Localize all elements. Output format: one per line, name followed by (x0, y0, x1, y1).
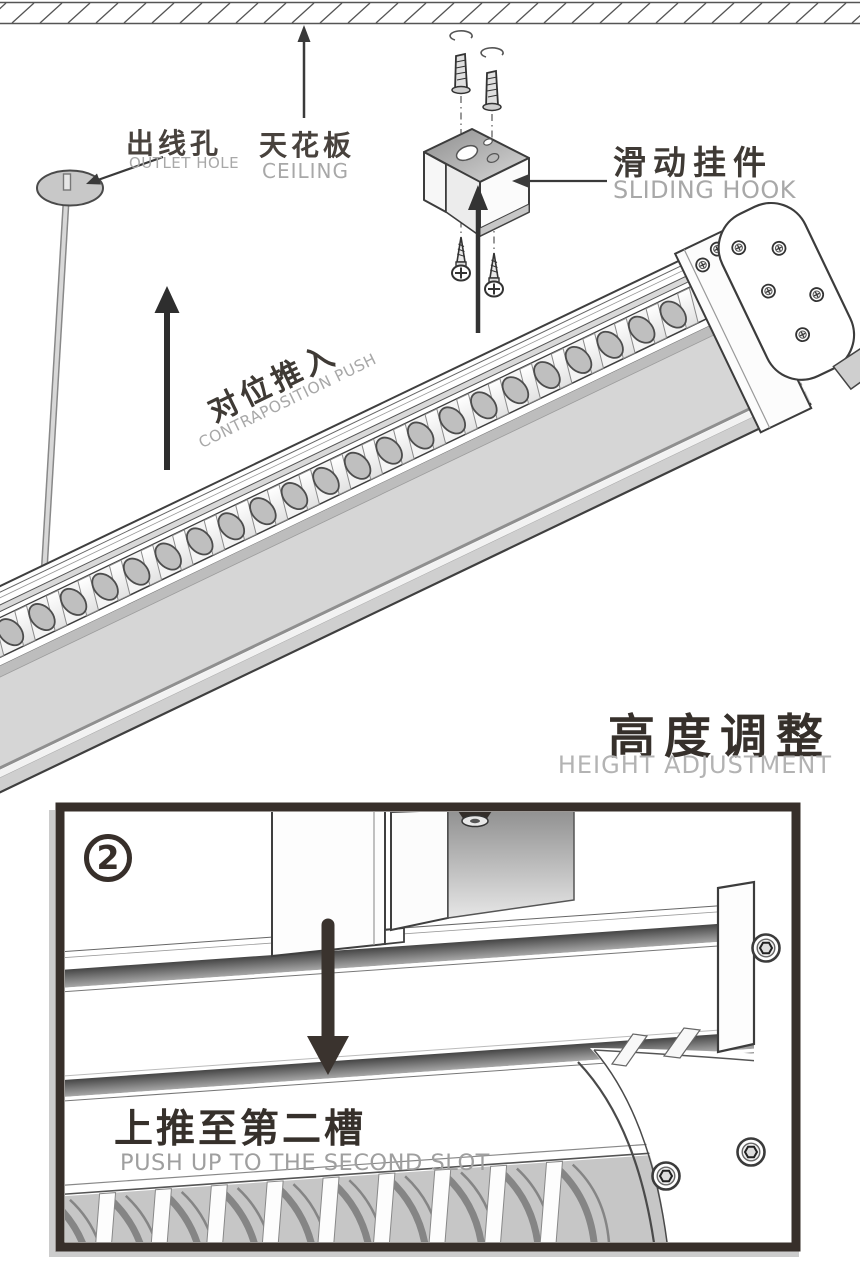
suspension-wire (40, 185, 71, 575)
height-adjustment-heading-en: HEIGHT ADJUSTMENT (557, 751, 832, 779)
bracket-up-arrow-icon (468, 185, 488, 333)
mounting-screw-left (451, 236, 471, 282)
outlet-hole (36, 169, 104, 207)
hex-screw-bottom-right (736, 1137, 766, 1167)
fixture-end-cap (673, 201, 860, 434)
sliding-hook-label-en: SLIDING HOOK (613, 176, 796, 204)
detail-hook-plate (390, 812, 575, 932)
end-cap-tab (832, 341, 860, 391)
slot-first (65, 911, 791, 994)
push-up-instruction-en: PUSH UP TO THE SECOND SLOT (120, 1150, 490, 1176)
mounting-screw-right (484, 252, 504, 298)
ceiling-hatch (0, 1, 860, 25)
outlet-arrow-icon (86, 155, 164, 185)
frame-shadow-left (49, 810, 55, 1256)
ceiling-label-en: CEILING (262, 159, 349, 183)
outlet-hole-label-en: OUTLET HOLE (129, 154, 240, 172)
detail-hanging-strap (271, 812, 405, 958)
height-adjustment-heading-zh: 高度调整 (608, 710, 832, 765)
push-up-arrow-icon (154, 286, 180, 470)
slide-down-arrow-icon (307, 918, 349, 1075)
wall-anchor-right (480, 46, 504, 112)
hex-screw-bottom-left (651, 1161, 681, 1191)
fixture-top-rail (0, 235, 744, 652)
ceiling-label-zh: 天花板 (259, 129, 356, 162)
detail-lamp-cylinder (577, 1027, 791, 1242)
hook-pointer-arrow-icon (512, 174, 607, 188)
sliding-hook-label-zh: 滑动挂件 (613, 143, 773, 182)
hex-screw-top (751, 933, 781, 963)
fixture-louver-cells (0, 287, 699, 662)
fixture-housing (0, 294, 812, 794)
detail-end-plate (716, 880, 756, 1054)
push-up-instruction-zh: 上推至第二槽 (114, 1107, 367, 1152)
end-fill (754, 895, 791, 1140)
step2-illustration (65, 812, 791, 1242)
wall-anchor-left (449, 29, 473, 95)
ceiling-arrow-icon (297, 25, 311, 118)
outlet-hole-label-zh: 出线孔 (126, 127, 223, 160)
sliding-hook-bracket (423, 128, 530, 237)
step-number-badge: 2 (84, 834, 132, 882)
frame-shadow-bottom (49, 1251, 799, 1257)
step2-frame (55, 802, 801, 1252)
